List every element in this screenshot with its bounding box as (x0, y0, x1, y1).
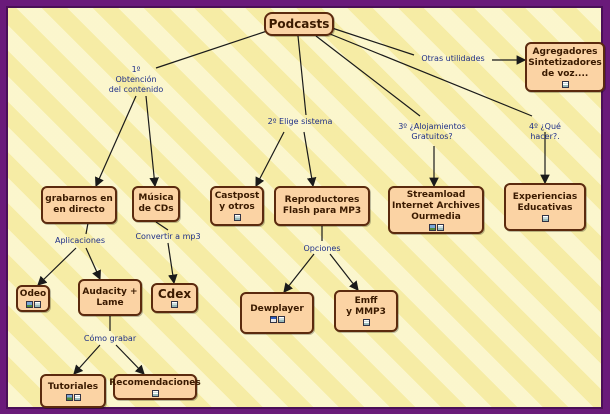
node-recomendaciones[interactable]: Recomendaciones (109, 374, 201, 400)
node-cdex[interactable]: Cdex (151, 283, 198, 313)
doc-icon[interactable] (151, 389, 159, 397)
resource-icons[interactable] (233, 214, 241, 221)
node-dewplayer-label: Dewplayer (250, 303, 304, 314)
node-odeo[interactable]: Odeo (16, 285, 50, 312)
link-label-aplicaciones: Aplicaciones (55, 236, 105, 245)
node-recomendaciones-label: Recomendaciones (109, 377, 201, 388)
link-label-elige: 2º Elige sistema (267, 117, 333, 126)
doc-icon[interactable] (233, 214, 241, 221)
link-label-opciones: Opciones (303, 244, 341, 253)
node-agregadores-label: Agregadores Sintetizadores de voz.... (528, 46, 602, 79)
node-tutoriales[interactable]: Tutoriales (40, 374, 106, 408)
node-audacity[interactable]: Audacity + Lame (78, 279, 142, 316)
resource-icons[interactable] (269, 315, 285, 323)
node-reproductores[interactable]: Reproductores Flash para MP3 (274, 186, 370, 226)
link-label-comograbar: Cómo grabar (83, 334, 137, 343)
root-node-podcasts[interactable]: Podcasts (264, 12, 334, 36)
node-streamload-label: Streamload Internet Archives Ourmedia (391, 189, 481, 222)
resource-icons[interactable] (362, 319, 370, 326)
doc-icon[interactable] (541, 215, 549, 222)
doc-icon[interactable] (436, 223, 444, 231)
doc-icon[interactable] (277, 315, 285, 323)
image-icon[interactable] (428, 223, 436, 231)
resource-icons[interactable] (25, 301, 41, 308)
doc-icon[interactable] (33, 301, 41, 308)
concept-map-canvas: Podcasts grabarnos en en directo Música … (6, 6, 605, 409)
resource-icons[interactable] (171, 300, 178, 308)
connector-lines (37, 27, 550, 375)
node-agregadores[interactable]: Agregadores Sintetizadores de voz.... (525, 42, 605, 92)
resource-icons[interactable] (561, 80, 569, 88)
doc-icon[interactable] (171, 300, 178, 308)
doc-icon[interactable] (561, 80, 569, 88)
node-emff[interactable]: Emff y MMP3 (334, 290, 398, 332)
node-castpost[interactable]: Castpost y otros (210, 186, 264, 226)
node-tutoriales-label: Tutoriales (47, 381, 99, 392)
resource-icons[interactable] (151, 389, 159, 397)
node-experiencias[interactable]: Experiencias Educativas (504, 183, 586, 231)
root-node-label: Podcasts (268, 16, 330, 31)
window-icon[interactable] (269, 315, 277, 323)
image-icon[interactable] (25, 301, 33, 308)
node-emff-label: Emff y MMP3 (346, 296, 386, 317)
node-grabarnos-label: grabarnos en en directo (45, 194, 113, 215)
node-cdex-label: Cdex (157, 286, 192, 301)
resource-icons[interactable] (541, 215, 549, 222)
node-experiencias-label: Experiencias Educativas (512, 192, 578, 213)
link-label-obtencion: 1º Obtención del contenido (108, 65, 164, 94)
node-streamload[interactable]: Streamload Internet Archives Ourmedia (388, 186, 484, 234)
node-castpost-label: Castpost y otros (214, 191, 260, 212)
link-label-otras: Otras utilidades (421, 54, 485, 63)
node-reproductores-label: Reproductores Flash para MP3 (282, 195, 362, 216)
resource-icons[interactable] (65, 393, 81, 401)
node-grabarnos[interactable]: grabarnos en en directo (41, 186, 117, 224)
link-label-quehacer: 4º ¿Qué hacer?. (529, 122, 561, 141)
node-dewplayer[interactable]: Dewplayer (240, 292, 314, 334)
link-label-convertir: Convertir a mp3 (135, 232, 201, 241)
node-musica[interactable]: Música de CDs (132, 186, 180, 222)
image-icon[interactable] (65, 393, 73, 401)
doc-icon[interactable] (73, 393, 81, 401)
link-label-alojamientos: 3º ¿Alojamientos Gratuitos? (398, 122, 466, 141)
resource-icons[interactable] (428, 223, 444, 231)
node-audacity-label: Audacity + Lame (82, 286, 138, 308)
doc-icon[interactable] (362, 319, 370, 326)
node-odeo-label: Odeo (19, 289, 47, 299)
node-musica-label: Música de CDs (138, 193, 174, 214)
